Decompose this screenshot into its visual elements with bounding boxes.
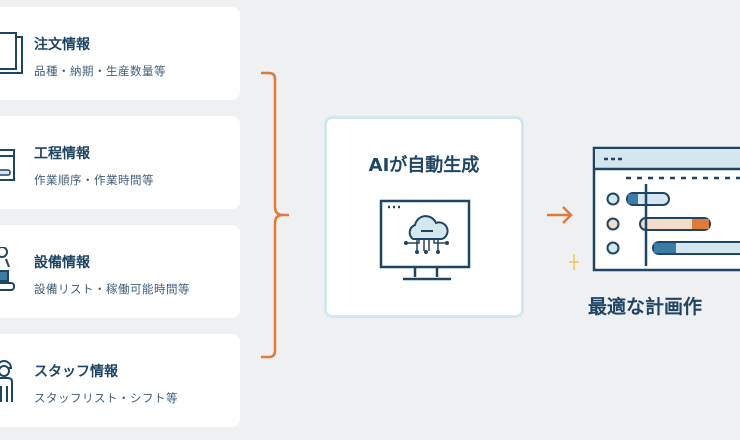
process-title: AIが自動生成: [368, 155, 480, 176]
input-card-equipment: 設備情報 設備リスト・稼働可能時間等: [0, 225, 240, 318]
input-card-order: 注文情報 品種・納期・生産数量等: [0, 7, 240, 100]
process-window-icon: [0, 149, 15, 181]
card-title: 注文情報: [34, 37, 90, 53]
card-title: 設備情報: [34, 255, 90, 271]
card-subtitle: 作業順序・作業時間等: [34, 173, 154, 187]
card-subtitle: 品種・納期・生産数量等: [34, 64, 166, 78]
card-subtitle: 設備リスト・稼働可能時間等: [34, 282, 190, 296]
input-card-process: 工程情報 作業順序・作業時間等: [0, 116, 240, 209]
input-card-staff: スタッフ情報 スタッフリスト・シフト等: [0, 334, 240, 427]
ai-generation-box: AIが自動生成: [324, 116, 524, 318]
worker-icon: [0, 360, 13, 402]
output-title: 最適な計画作: [588, 296, 703, 318]
robot-conveyor-icon: [0, 247, 15, 291]
card-subtitle: スタッフリスト・シフト等: [34, 391, 178, 405]
arrow-right-icon: [547, 206, 573, 224]
sparkle-icon: [569, 254, 579, 270]
cloud-ai-monitor-icon: [379, 199, 471, 281]
card-title: 工程情報: [34, 146, 90, 162]
merge-bracket: [261, 71, 289, 359]
gantt-chart-icon: [592, 146, 740, 272]
card-title: スタッフ情報: [34, 364, 118, 380]
documents-icon: [0, 32, 23, 74]
